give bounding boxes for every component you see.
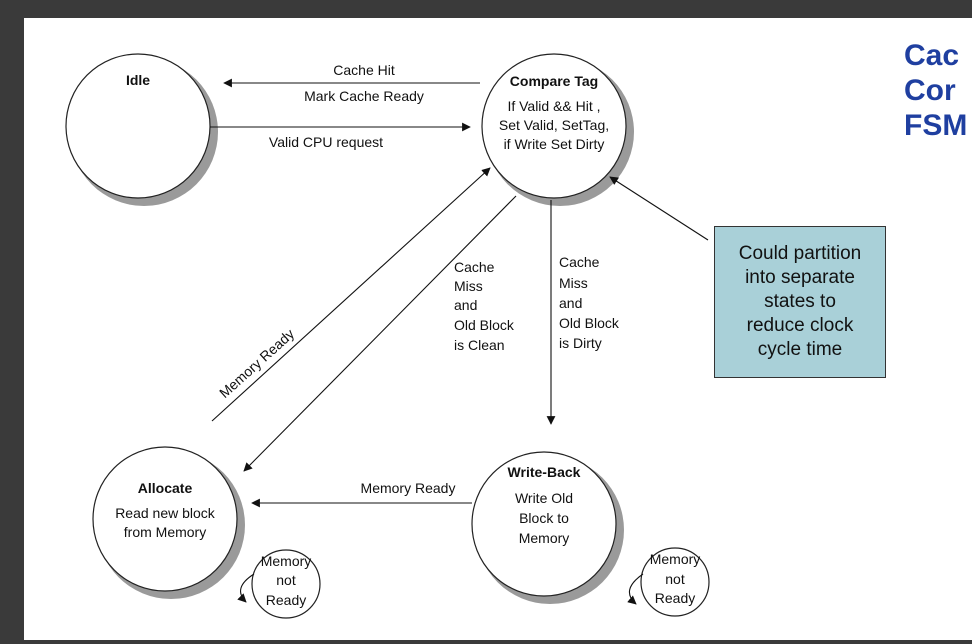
edge-miss-clean-line-3: and — [454, 297, 477, 313]
slide-heading-line-2: Cor — [904, 74, 956, 107]
edge-miss-dirty-line-4: Old Block — [559, 315, 620, 331]
slide-heading-line-1: Cac — [904, 39, 960, 72]
callout-line-4: reduce clock — [746, 315, 854, 336]
state-compare-tag-line-3: if Write Set Dirty — [504, 136, 605, 152]
state-write-back-line-1: Write Old — [515, 490, 573, 506]
fsm-diagram: Idle Compare Tag If Valid && Hit , Set V… — [65, 53, 710, 619]
state-write-back: Write-Back Write Old Block to Memory — [471, 451, 624, 604]
self-loop-write-back: Memory not Ready — [627, 547, 710, 617]
state-compare-tag-title: Compare Tag — [510, 73, 598, 89]
edge-miss-dirty-line-3: and — [559, 295, 582, 311]
slide: Idle Compare Tag If Valid && Hit , Set V… — [24, 18, 972, 640]
callout-line-1: Could partition — [738, 243, 862, 264]
state-compare-tag: Compare Tag If Valid && Hit , Set Valid,… — [481, 53, 634, 206]
slide-heading: Cac Cor FSM — [904, 38, 967, 143]
self-loop-allocate: Memory not Ready — [237, 549, 321, 619]
state-write-back-title: Write-Back — [508, 464, 581, 480]
edge-miss-clean: Cache Miss and Old Block is Clean — [243, 195, 517, 472]
callout-box: Could partition into separate states to … — [714, 226, 886, 378]
self-loop-allocate-line-1: Memory — [261, 553, 312, 569]
edge-memory-ready-bottom: Memory Ready — [251, 480, 472, 508]
edge-miss-dirty-line-2: Miss — [559, 275, 588, 291]
self-loop-write-back-line-3: Ready — [655, 590, 695, 606]
slide-heading-line-3: FSM — [904, 109, 968, 142]
callout-line-3: states to — [764, 291, 836, 312]
state-compare-tag-line-2: Set Valid, SetTag, — [499, 117, 609, 133]
edge-miss-clean-line-1: Cache — [454, 259, 495, 275]
edge-miss-dirty: Cache Miss and Old Block is Dirty — [546, 200, 620, 425]
state-allocate-line-1: Read new block — [115, 505, 216, 521]
edge-memory-ready-diag-label: Memory Ready — [216, 326, 297, 401]
state-idle-title: Idle — [126, 72, 150, 88]
edge-cache-hit: Cache Hit Mark Cache Ready — [223, 62, 480, 104]
callout-line-5: cycle time — [757, 339, 843, 360]
state-write-back-line-3: Memory — [519, 530, 570, 546]
self-loop-write-back-line-1: Memory — [650, 551, 701, 567]
state-idle: Idle — [65, 53, 218, 206]
callout-line-2: into separate — [745, 267, 855, 288]
self-loop-allocate-line-3: Ready — [266, 592, 306, 608]
edge-valid-cpu-label: Valid CPU request — [269, 134, 383, 150]
state-write-back-line-2: Block to — [519, 510, 569, 526]
edge-miss-dirty-line-5: is Dirty — [559, 335, 602, 351]
state-allocate: Allocate Read new block from Memory — [92, 446, 245, 599]
self-loop-allocate-line-2: not — [276, 572, 296, 588]
state-allocate-title: Allocate — [138, 480, 193, 496]
self-loop-write-back-line-2: not — [665, 571, 685, 587]
edge-miss-dirty-line-1: Cache — [559, 254, 600, 270]
edge-mark-ready-label: Mark Cache Ready — [304, 88, 424, 104]
edge-cache-hit-label: Cache Hit — [333, 62, 395, 78]
edge-memory-ready-bottom-label: Memory Ready — [361, 480, 456, 496]
edge-memory-ready-diag: Memory Ready — [211, 167, 491, 422]
state-compare-tag-line-1: If Valid && Hit , — [507, 98, 600, 114]
edge-miss-clean-line-4: Old Block — [454, 317, 515, 333]
edge-miss-clean-line-2: Miss — [454, 278, 483, 294]
callout-pointer — [609, 176, 709, 241]
state-allocate-line-2: from Memory — [124, 524, 206, 540]
edge-miss-clean-line-5: is Clean — [454, 337, 505, 353]
edge-valid-cpu: Valid CPU request — [210, 122, 471, 150]
